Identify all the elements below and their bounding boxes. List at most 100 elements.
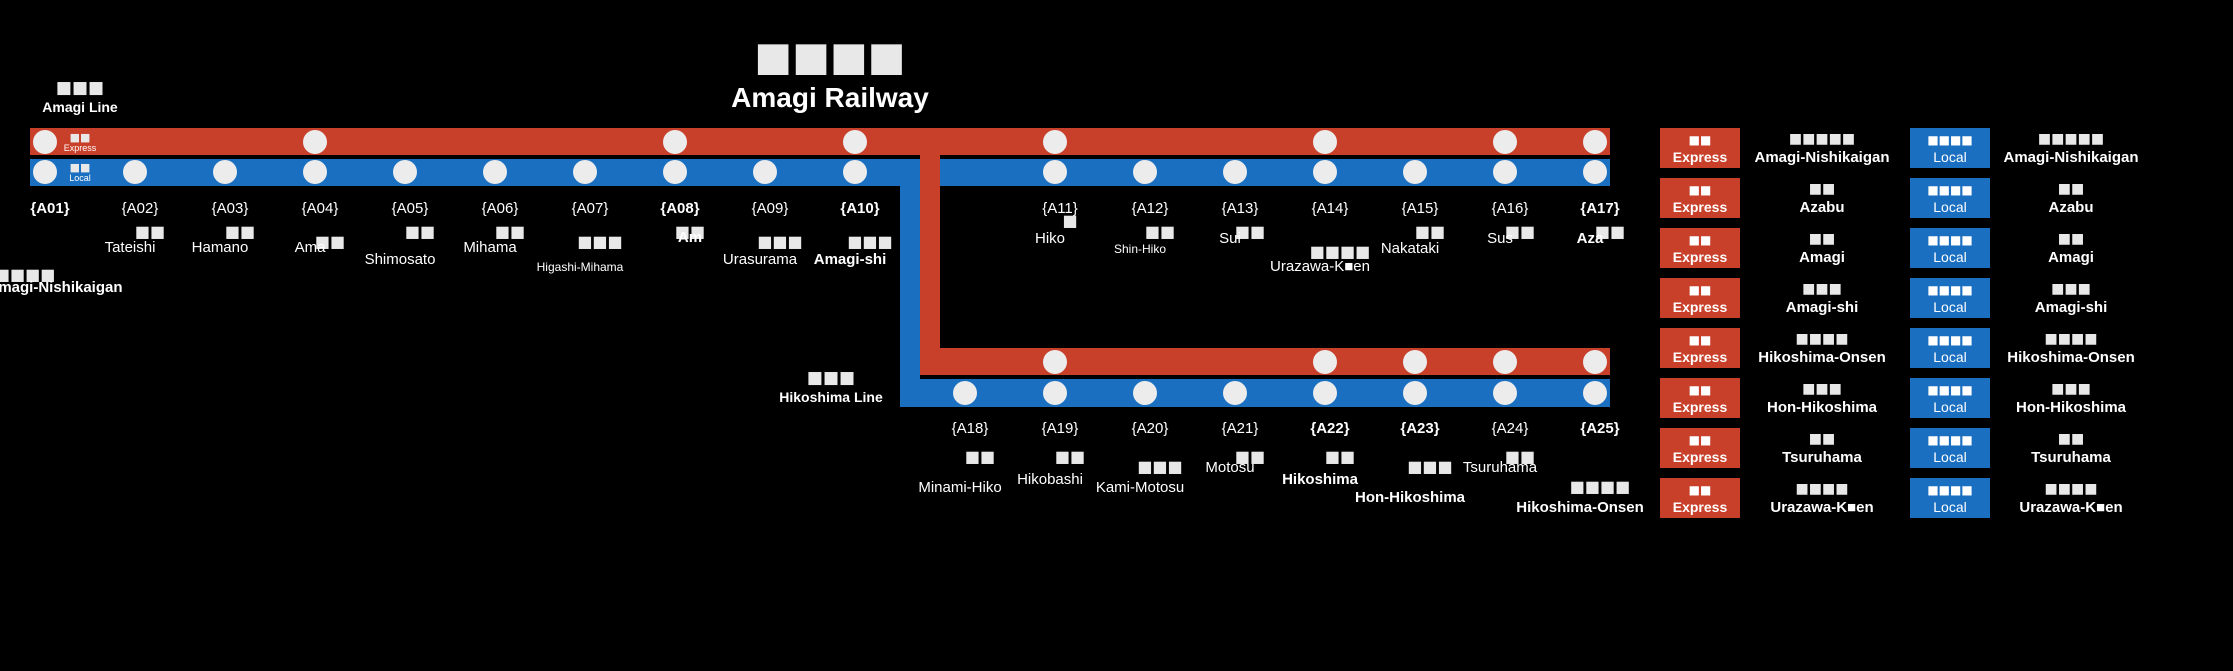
hikoshima-station-8: {A25}■■■■Hikoshima-Onsen [1516,350,1644,516]
local-stop-marker [1583,160,1607,184]
amagi-station-14: {A14}■■■■Urazawa-K■en [1270,130,1370,275]
station-name-jp: ■■ [1145,222,1175,241]
badge-type-jp: ■■ [1689,383,1712,397]
express-stop-marker [1043,350,1067,374]
local-stop-marker [663,160,687,184]
badge-type-jp: ■■■■ [1927,233,1972,247]
station-code: {A08} [660,200,699,217]
badge-type-jp: ■■ [1689,433,1712,447]
station-name-jp: ■■ [1235,447,1265,466]
express-destination-item: ■■Express■■Amagi [1660,228,1845,268]
station-name-en: Shin-Hiko [1114,242,1166,256]
amagi-station-9: {A09}■■■Urasurama [723,160,803,268]
station-name-en: Motosu [1205,459,1254,476]
express-stop-marker [1043,130,1067,154]
station-name-jp: ■■ [225,222,255,241]
local-stop-marker [213,160,237,184]
local-stop-marker [753,160,777,184]
badge-type-jp: ■■■■ [1927,483,1972,497]
local-stop-marker [1223,160,1247,184]
express-stop-marker [1583,350,1607,374]
badge-type-jp: ■■■■ [1927,433,1972,447]
express-band-label-jp: ■■ [70,131,91,144]
station-code: {A23} [1400,420,1439,437]
station-name-jp: ■■ [1505,222,1535,241]
station-name-en: Sui [1219,230,1241,247]
destination-jp: ■■ [1809,231,1835,247]
express-badge [1660,328,1740,368]
station-name-jp: ■■ [675,222,705,241]
express-badge [1660,428,1740,468]
badge-type-jp: ■■■■ [1927,283,1972,297]
badge-type-jp: ■■ [1689,333,1712,347]
local-badge [1910,278,1990,318]
station-name-en: Shimosato [365,251,436,268]
station-code: {A02} [122,200,159,217]
station-code: {A15} [1402,200,1439,217]
local-badge [1910,478,1990,518]
amagi-station-6: {A06}■■Mihama [463,160,525,256]
stations: {A01}■■■■■■Amagi-Nishikaigan{A02}■■Tatei… [0,130,1644,516]
badge-type-en: Local [1933,149,1966,165]
destination-en: Amagi-shi [2035,299,2108,316]
express-destination-item: ■■Express■■■Hon-Hikoshima [1660,378,1878,418]
local-stop-marker [1313,381,1337,405]
station-name-jp: ■■■ [847,232,892,251]
local-band-label-en: Local [69,173,91,183]
destination-jp: ■■ [2058,431,2084,447]
express-stop-marker [1313,350,1337,374]
hikoshima-station-3: {A20}■■■Kami-Motosu [1096,381,1184,496]
station-name-en: Hamano [192,239,249,256]
amagi-station-5: {A05} ■■ Shimosato [365,160,436,268]
destination-en: Amagi-shi [1786,299,1859,316]
station-name-en: Ama [295,239,327,256]
station-code: {A12} [1132,200,1169,217]
badge-type-en: Local [1933,499,1966,515]
badge-type-jp: ■■■■ [1927,333,1972,347]
station-name-en: Sus [1487,230,1513,247]
badge-type-jp: ■■■■ [1927,183,1972,197]
badge-type-en: Local [1933,199,1966,215]
badge-type-jp: ■■■■ [1927,133,1972,147]
express-destination-item: ■■Express■■■Amagi-shi [1660,278,1858,318]
station-name-jp: ■■ [1235,222,1265,241]
destination-en: Hikoshima-Onsen [2007,349,2135,366]
station-code: {A19} [1042,420,1079,437]
badge-type-en: Express [1673,249,1728,265]
badge-type-en: Local [1933,349,1966,365]
destination-en: Amagi-Nishikaigan [2003,149,2138,166]
station-name-jp: ■■ [1325,447,1355,466]
destination-jp: ■■■■ [2045,481,2098,497]
station-code: {A20} [1132,420,1169,437]
express-badge [1660,128,1740,168]
station-name-jp: ■■ [1055,447,1085,466]
station-name-en: Hiko [1035,230,1065,247]
destination-jp: ■■ [2058,231,2084,247]
station-code: {A18} [952,420,989,437]
hikoshima-station-6: {A23}■■■Hon-Hikoshima [1355,350,1466,506]
hikoshima-station-4: {A21}■■Motosu [1205,381,1265,476]
express-stop-marker [1493,130,1517,154]
local-stop-marker [573,160,597,184]
station-name-en: Hikobashi [1017,471,1083,488]
local-stop-marker [303,160,327,184]
local-stop-marker [953,381,977,405]
destination-en: Amagi [2048,249,2094,266]
destination-en: Azabu [1800,199,1845,216]
destination-en: Amagi [1799,249,1845,266]
local-destination-item: ■■■■Local■■■Hon-Hikoshima [1910,378,2127,418]
local-band-label-jp: ■■ [70,161,91,174]
station-code: {A22} [1310,420,1349,437]
station-code: {A05} [392,200,429,217]
local-stop-marker [1403,381,1427,405]
station-name-en: Am [678,229,702,246]
station-name-jp: ■■ [405,222,435,241]
badge-type-en: Express [1673,399,1728,415]
station-code: {A10} [840,200,879,217]
local-destination-item: ■■■■Local■■Azabu [1910,178,2094,218]
destination-en: Tsuruhama [1782,449,1862,466]
amagi-station-13: {A13}■■Sui [1219,160,1265,247]
station-name-jp: ■■■ [757,232,802,251]
amagi-station-11: {A11}■Hiko [1035,130,1078,247]
local-stop-marker [843,160,867,184]
